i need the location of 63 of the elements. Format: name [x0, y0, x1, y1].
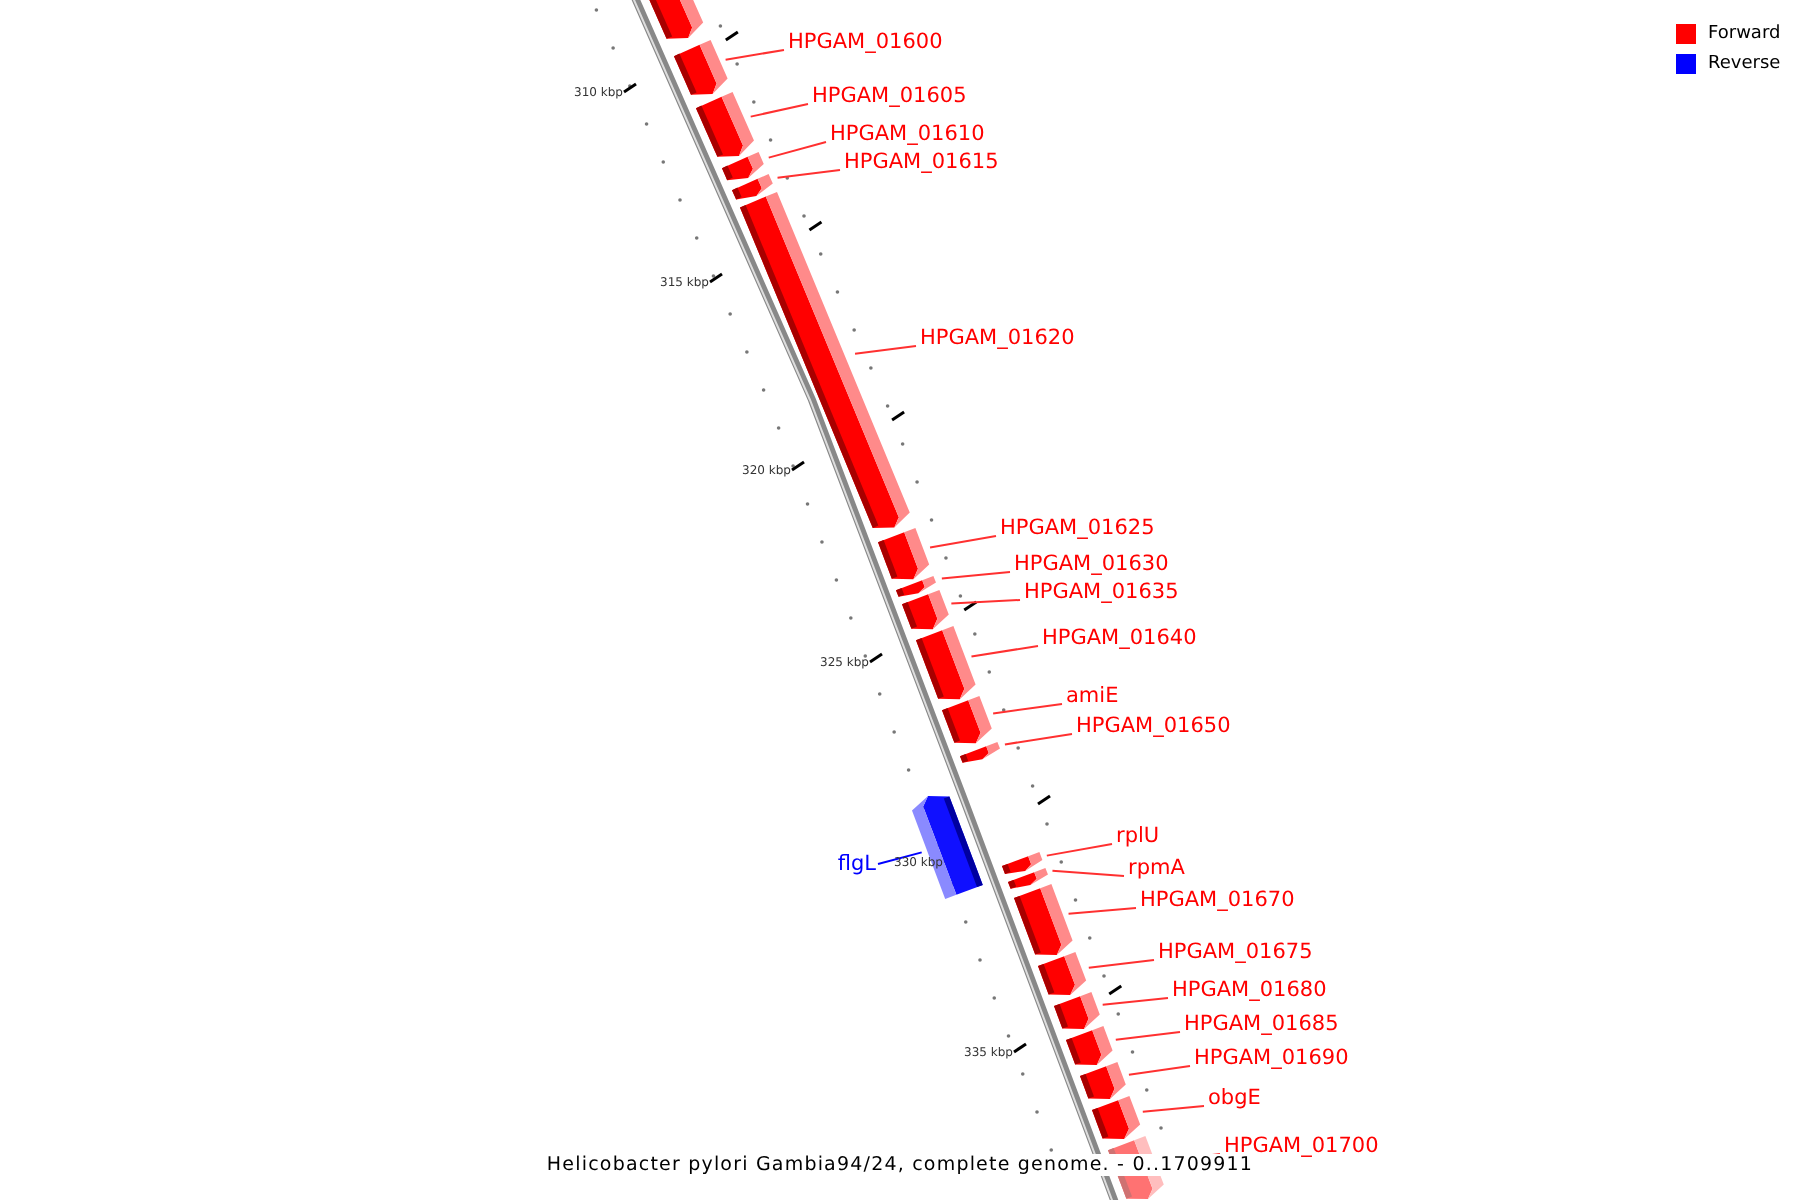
gene-label: HPGAM_01615: [844, 148, 999, 176]
leader-line: [749, 103, 809, 118]
gene-segment: [1007, 867, 1048, 889]
gene-segment: [915, 625, 976, 699]
gene-segment: [896, 575, 937, 597]
gene-label: HPGAM_01605: [812, 82, 967, 110]
gene-segment: [912, 795, 983, 899]
gene-label: rpmA: [1128, 854, 1185, 882]
leader-line: [1141, 1105, 1205, 1113]
leader-line: [940, 571, 1011, 580]
gene-segment: [942, 695, 993, 743]
leader-line: [1087, 959, 1155, 969]
gene-segment: [1092, 1095, 1142, 1139]
gene-label: obgE: [1208, 1084, 1261, 1112]
gene-segment: [902, 589, 949, 629]
gene-label: HPGAM_01700: [1224, 1132, 1379, 1160]
leader-line: [1003, 733, 1073, 746]
leader-line: [1051, 869, 1125, 877]
gene-label: rplU: [1116, 822, 1160, 850]
leader-line: [1127, 1065, 1191, 1076]
leader-line: [1101, 997, 1169, 1006]
gene-label: HPGAM_01625: [1000, 514, 1155, 542]
gene-label: HPGAM_01620: [920, 324, 1075, 352]
gene-label: HPGAM_01685: [1184, 1010, 1339, 1038]
gene-label: HPGAM_01690: [1194, 1044, 1349, 1072]
gene-segment: [732, 173, 774, 199]
leader-line: [992, 703, 1063, 715]
legend-label: Reverse: [1708, 53, 1781, 73]
gene-label: HPGAM_01670: [1140, 886, 1295, 914]
gene-segment: [1038, 951, 1088, 995]
legend-label: Forward: [1708, 23, 1781, 43]
gene-segment: [696, 91, 755, 156]
gene-label: HPGAM_01600: [788, 28, 943, 56]
leader-line: [776, 169, 841, 179]
gene-segment: [673, 39, 727, 94]
gene-segment: [1080, 1061, 1127, 1099]
gene-label: HPGAM_01680: [1172, 976, 1327, 1004]
leader-line: [929, 535, 997, 549]
gene-segment: [1013, 883, 1073, 955]
gene-label: HPGAM_01640: [1042, 624, 1197, 652]
gene-label: HPGAM_01650: [1076, 712, 1231, 740]
leader-line: [767, 141, 827, 159]
leader-line: [950, 599, 1021, 605]
gene-label: HPGAM_01675: [1158, 938, 1313, 966]
leader-line: [1114, 1031, 1181, 1041]
gene-segment: [1053, 991, 1100, 1029]
gene-label: HPGAM_01610: [830, 120, 985, 148]
gene-label: amiE: [1066, 682, 1119, 710]
gene-segment: [1001, 851, 1042, 874]
leader-line: [877, 851, 923, 865]
gene-label: HPGAM_01630: [1014, 550, 1169, 578]
gene-segment: [960, 741, 1000, 763]
gene-label: HPGAM_01635: [1024, 578, 1179, 606]
gene-segment: [740, 192, 911, 528]
leader-line: [970, 645, 1039, 658]
gene-label: flgL: [837, 850, 876, 878]
gene-segment: [878, 527, 930, 579]
gene-segment: [722, 151, 765, 180]
leader-line: [854, 345, 917, 355]
leader-line: [724, 49, 785, 61]
gene-segment: [1066, 1025, 1114, 1065]
leader-line: [1045, 843, 1113, 857]
leader-line: [1067, 907, 1137, 915]
